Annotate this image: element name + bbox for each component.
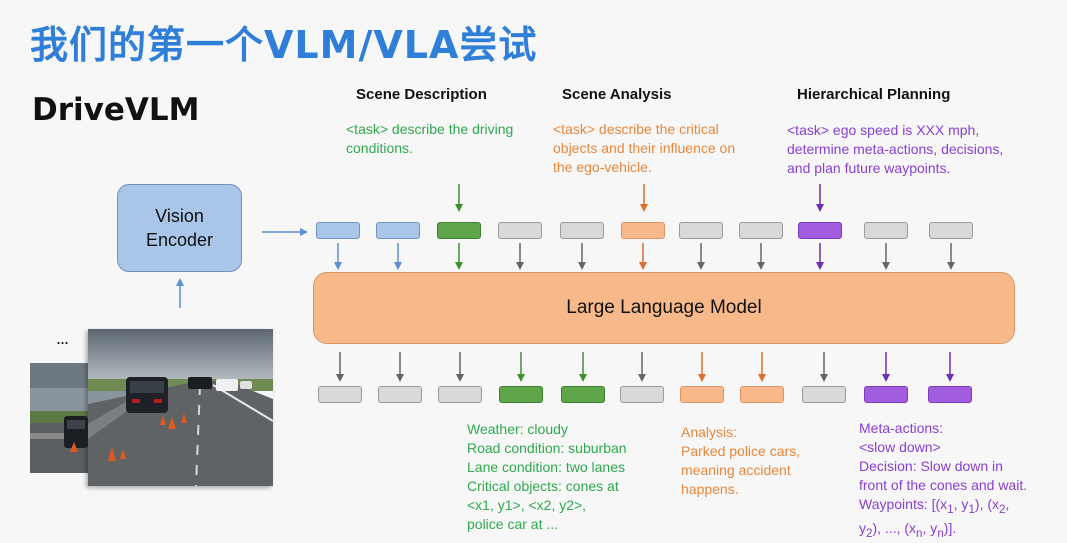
output-hierarchical-planning: Meta-actions: <slow down> Decision: Slow…	[859, 419, 1027, 543]
large-language-model-label: Large Language Model	[566, 297, 762, 318]
output-token-4	[499, 386, 543, 403]
waypoints-line-1: Waypoints: [(x1, y1), (x2,	[859, 495, 1027, 519]
front-road-image	[88, 329, 273, 486]
task-hierarchical-planning: <task> ego speed is XXX mph, determine m…	[787, 122, 1004, 176]
vision-encoder-label: Vision Encoder	[145, 206, 214, 250]
input-token-9	[798, 222, 842, 239]
waypoints-sub: 1	[968, 502, 975, 516]
waypoints-part: ), ..., (x	[872, 519, 917, 536]
output-token-5	[561, 386, 605, 403]
waypoints-sub: n	[937, 526, 944, 540]
input-token-5	[560, 222, 604, 239]
output-token-10	[864, 386, 908, 403]
vision-encoder-box: Vision Encoder	[117, 184, 242, 272]
output-token-2	[378, 386, 422, 403]
task-scene-analysis: <task> describe the critical objects and…	[553, 121, 736, 175]
input-token-2	[376, 222, 420, 239]
input-token-10	[864, 222, 908, 239]
police-car-image	[62, 410, 90, 452]
waypoints-part: , y	[953, 496, 969, 512]
police-car-drawing	[64, 416, 88, 452]
input-token-8	[739, 222, 783, 239]
waypoints-part: y	[859, 519, 866, 536]
output-scene-description: Weather: cloudy Road condition: suburban…	[467, 421, 627, 532]
meta-actions-line-2: <slow down>	[859, 439, 941, 455]
waypoints-sub: 1	[947, 502, 954, 516]
waypoints-line-2: y2), ..., (xn, yn)].	[859, 519, 1027, 543]
input-token-7	[679, 222, 723, 239]
input-token-6	[621, 222, 665, 239]
output-token-6	[620, 386, 664, 403]
output-token-1	[318, 386, 362, 403]
input-token-11	[929, 222, 973, 239]
slide-subtitle: DriveVLM	[32, 92, 200, 128]
output-token-11	[928, 386, 972, 403]
slide-title: 我们的第一个VLM/VLA尝试	[30, 23, 538, 67]
input-token-4	[498, 222, 542, 239]
waypoints-prefix: Waypoints: [(x	[859, 496, 948, 512]
waypoints-part: , y	[922, 519, 938, 536]
more-images-ellipsis: ...	[56, 328, 69, 348]
output-token-7	[680, 386, 724, 403]
task-scene-description: <task> describe the driving conditions.	[346, 121, 514, 156]
waypoints-sub: n	[916, 526, 923, 540]
output-token-9	[802, 386, 846, 403]
heading-scene-description: Scene Description	[356, 86, 487, 103]
output-token-8	[740, 386, 784, 403]
heading-hierarchical-planning: Hierarchical Planning	[797, 86, 951, 103]
input-token-3	[437, 222, 481, 239]
waypoints-part: ), (x	[974, 496, 1000, 512]
heading-scene-analysis: Scene Analysis	[562, 86, 672, 103]
output-token-3	[438, 386, 482, 403]
input-token-1	[316, 222, 360, 239]
waypoints-part: ,	[1005, 496, 1010, 512]
waypoints-sub: 2	[866, 526, 873, 540]
decision-line-2: front of the cones and wait.	[859, 477, 1028, 493]
waypoints-sub: 2	[999, 502, 1006, 516]
waypoints-part: )].	[943, 519, 957, 536]
decision-line-1: Decision: Slow down in	[859, 458, 1003, 474]
meta-actions-line-1: Meta-actions:	[859, 420, 944, 436]
large-language-model-box: Large Language Model	[313, 272, 1015, 344]
front-road-image-drawing	[88, 329, 273, 486]
output-scene-analysis: Analysis: Parked police cars, meaning ac…	[681, 424, 801, 497]
